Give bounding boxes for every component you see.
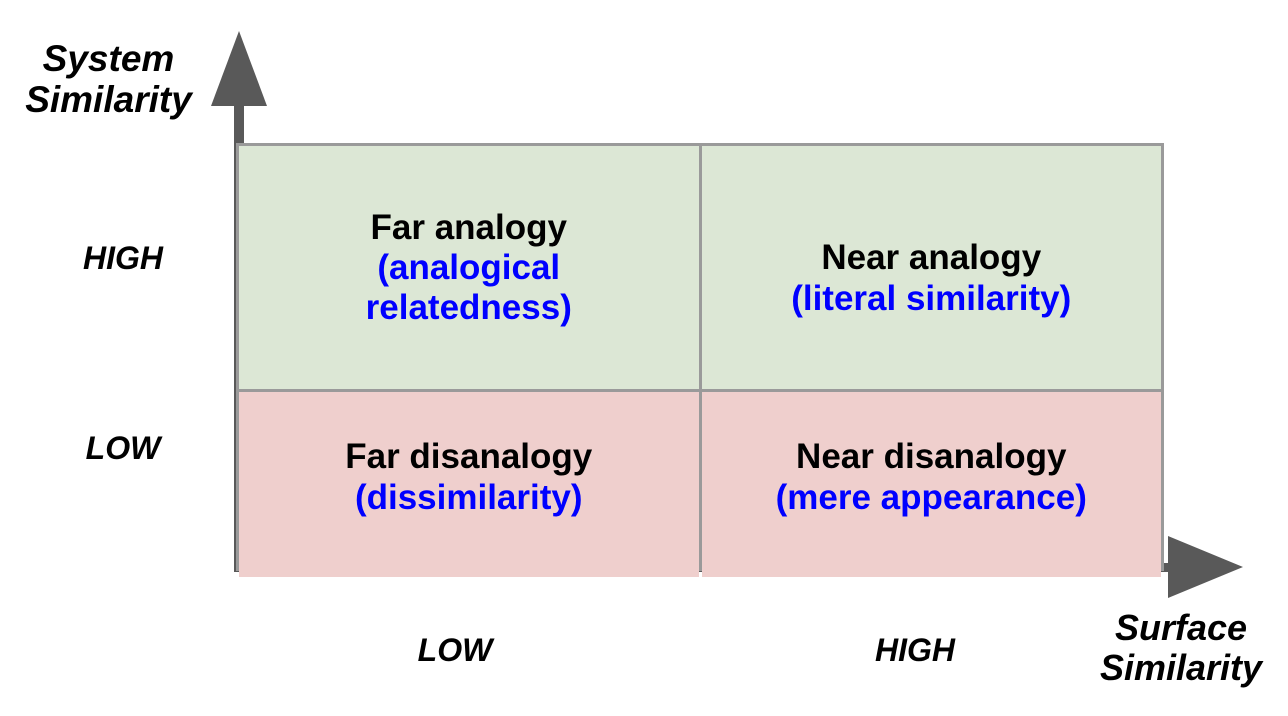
x-axis-title: Surface Similarity	[1099, 607, 1263, 689]
quadrant-near-disanalogy-title: Near disanalogy	[796, 437, 1067, 477]
quadrant-near-disanalogy[interactable]: Near disanalogy (mere appearance)	[701, 392, 1161, 577]
y-axis-tick-low: LOW	[85, 430, 161, 466]
quadrant-near-disanalogy-subtitle: (mere appearance)	[775, 478, 1087, 517]
quadrant-grid: Far analogy (analogical relatedness) Nea…	[236, 143, 1164, 577]
quadrant-far-disanalogy[interactable]: Far disanalogy (dissimilarity)	[239, 392, 699, 577]
quadrant-far-analogy-subtitle: (analogical relatedness)	[365, 248, 572, 327]
quadrant-far-analogy[interactable]: Far analogy (analogical relatedness)	[239, 146, 699, 389]
y-axis-title: System Similarity	[25, 38, 192, 121]
quadrant-far-disanalogy-title: Far disanalogy	[345, 437, 593, 477]
up-arrow-icon	[211, 31, 267, 106]
right-arrow-icon	[1168, 536, 1243, 598]
quadrant-near-analogy-title: Near analogy	[821, 238, 1042, 278]
quadrant-far-analogy-title: Far analogy	[370, 207, 567, 247]
quadrant-near-analogy[interactable]: Near analogy (literal similarity)	[701, 146, 1161, 389]
x-axis-tick-low: LOW	[417, 632, 493, 668]
x-axis-tick-high: HIGH	[875, 632, 955, 668]
quadrant-near-analogy-subtitle: (literal similarity)	[791, 279, 1072, 318]
quadrant-far-disanalogy-subtitle: (dissimilarity)	[354, 478, 583, 517]
y-axis-tick-high: HIGH	[83, 240, 163, 276]
